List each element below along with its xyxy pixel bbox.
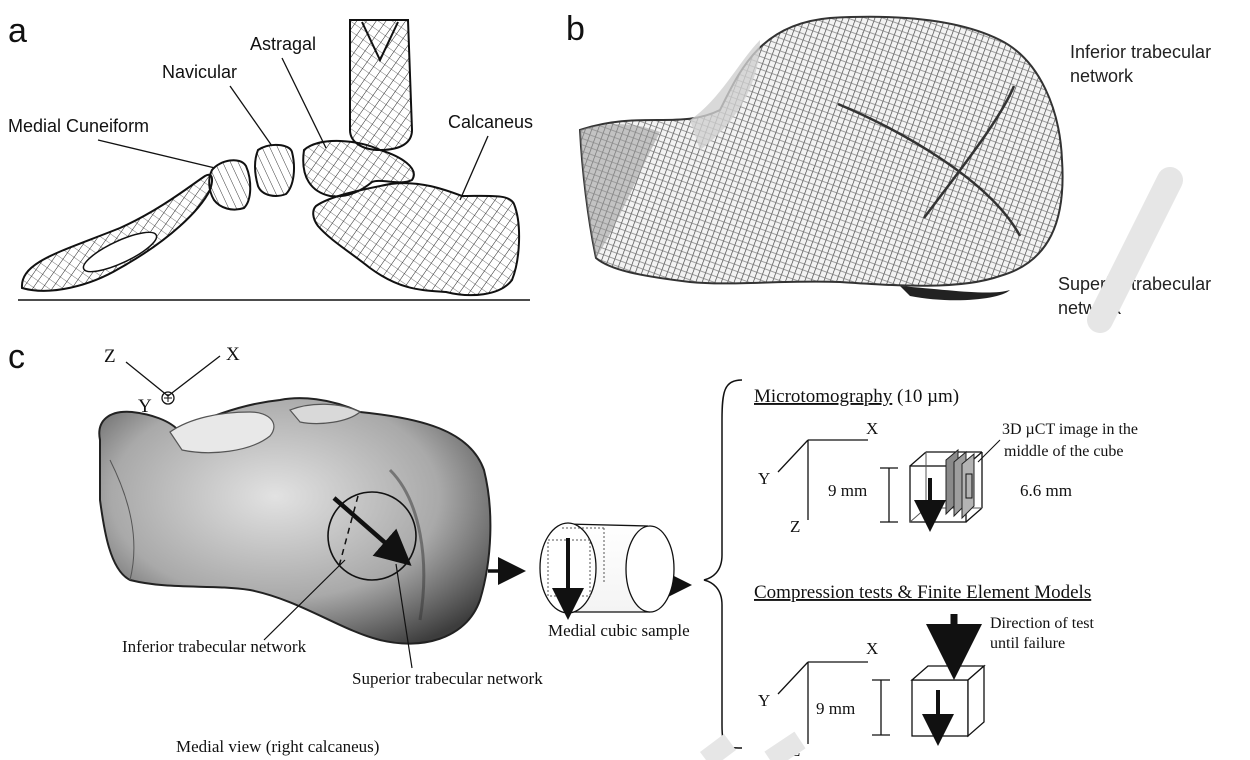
leader-calcaneus (460, 136, 488, 200)
metatarsal-bone (22, 175, 212, 291)
axes-gizmo: Z X Y (104, 344, 240, 417)
watermark-stroke (1100, 180, 1170, 320)
label-inferior-network-line2: network (1070, 66, 1134, 86)
comp-axis-y: Y (758, 691, 770, 710)
label-calcaneus: Calcaneus (448, 112, 533, 132)
leader-navicular (230, 86, 272, 146)
label-medial-cuneiform: Medial Cuneiform (8, 116, 149, 136)
panel-c: c Z X Y Inferior trabecular network Supe… (8, 338, 1138, 760)
compression-title: Compression tests & Finite Element Model… (754, 582, 1091, 603)
label-superior-network-c: Superior trabecular network (352, 669, 543, 688)
micro-inner-size: 6.6 mm (1020, 481, 1072, 500)
micro-axis-y: Y (758, 469, 770, 488)
panel-a-letter: a (8, 12, 27, 50)
micro-image-note-line1: 3D µCT image in the (1002, 421, 1138, 438)
leader-astragal (282, 58, 326, 148)
watermark-stroke-bottom-1 (706, 742, 730, 760)
trabecular-section (580, 17, 1063, 286)
comp-cube-size: 9 mm (816, 699, 855, 718)
compression-block: Compression tests & Finite Element Model… (754, 582, 1095, 760)
cylinder-sample (540, 522, 674, 613)
panel-b: b Inferior trabecular network Superior t… (566, 10, 1211, 320)
panel-b-letter: b (566, 10, 585, 48)
medial-cuneiform-bone (209, 160, 250, 209)
panel-c-letter: c (8, 338, 25, 376)
micro-image-note-line2: middle of the cube (1004, 443, 1124, 460)
section-bottom-shadow (900, 286, 1010, 300)
leader-medial-cuneiform (98, 140, 215, 168)
label-medial-cubic-sample: Medial cubic sample (548, 621, 690, 640)
micro-cube-size: 9 mm (828, 481, 867, 500)
label-inferior-network-line1: Inferior trabecular (1070, 42, 1211, 62)
axis-z-label: Z (104, 346, 116, 367)
calcaneus-bone (313, 183, 519, 295)
navicular-bone (255, 145, 294, 196)
axis-x-label: X (226, 344, 240, 365)
comp-test-note-line1: Direction of test (990, 615, 1095, 632)
label-inferior-network-c: Inferior trabecular network (122, 637, 307, 656)
label-navicular: Navicular (162, 62, 237, 82)
curly-brace (704, 380, 742, 748)
tibia-bone (350, 20, 412, 150)
calcaneus-medial-view (99, 398, 490, 643)
panel-a: a Medial Cuneiform Navicular Astragal Ca… (8, 12, 533, 300)
microtomography-resolution: (10 µm) (897, 386, 959, 407)
caption-medial-view: Medial view (right calcaneus) (176, 737, 379, 756)
microtomography-block: Microtomography (10 µm) X Y Z 9 mm (754, 386, 1138, 536)
label-astragal: Astragal (250, 34, 316, 54)
micro-axis-z: Z (790, 517, 800, 536)
microtomography-title: Microtomography (754, 386, 893, 407)
comp-axis-x: X (866, 639, 878, 658)
micro-axis-x: X (866, 419, 878, 438)
comp-test-note-line2: until failure (990, 635, 1065, 652)
